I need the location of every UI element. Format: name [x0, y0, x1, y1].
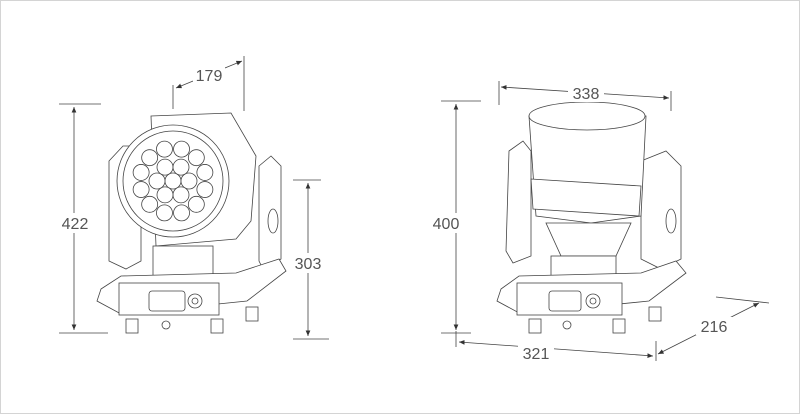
perspective-view-fixture — [496, 101, 687, 334]
dimension-label-179: 179 — [196, 68, 223, 85]
lens — [173, 204, 190, 222]
dimension-400: 400 — [427, 100, 481, 334]
lens — [156, 186, 174, 204]
dimension-label-338: 338 — [573, 86, 600, 103]
dimension-216: 216 — [657, 296, 770, 355]
dimension-label-321: 321 — [523, 346, 550, 363]
lens — [180, 172, 198, 190]
lens — [156, 204, 173, 222]
front-view-fixture — [96, 112, 287, 334]
lens — [172, 158, 190, 176]
dimension-303: 303 — [289, 179, 329, 340]
dimension-label-303: 303 — [295, 256, 322, 273]
dimension-321: 321 — [455, 331, 657, 363]
lens — [164, 172, 182, 190]
lens — [141, 195, 159, 213]
dimension-label-400: 400 — [433, 216, 460, 233]
lens — [172, 186, 190, 204]
dimension-label-216: 216 — [701, 319, 728, 336]
dimension-label-422: 422 — [62, 216, 89, 233]
lens — [196, 164, 214, 181]
lens — [173, 140, 190, 158]
dimension-338: 338 — [498, 81, 672, 111]
lens — [141, 149, 159, 167]
lens — [187, 149, 205, 167]
lens — [187, 195, 205, 213]
lens — [132, 181, 150, 198]
dimension-422: 422 — [56, 103, 108, 334]
dimension-179: 179 — [172, 56, 245, 111]
lens — [196, 181, 214, 198]
lens — [132, 164, 150, 181]
lens — [156, 158, 174, 176]
lens — [156, 140, 173, 158]
lens — [148, 172, 166, 190]
